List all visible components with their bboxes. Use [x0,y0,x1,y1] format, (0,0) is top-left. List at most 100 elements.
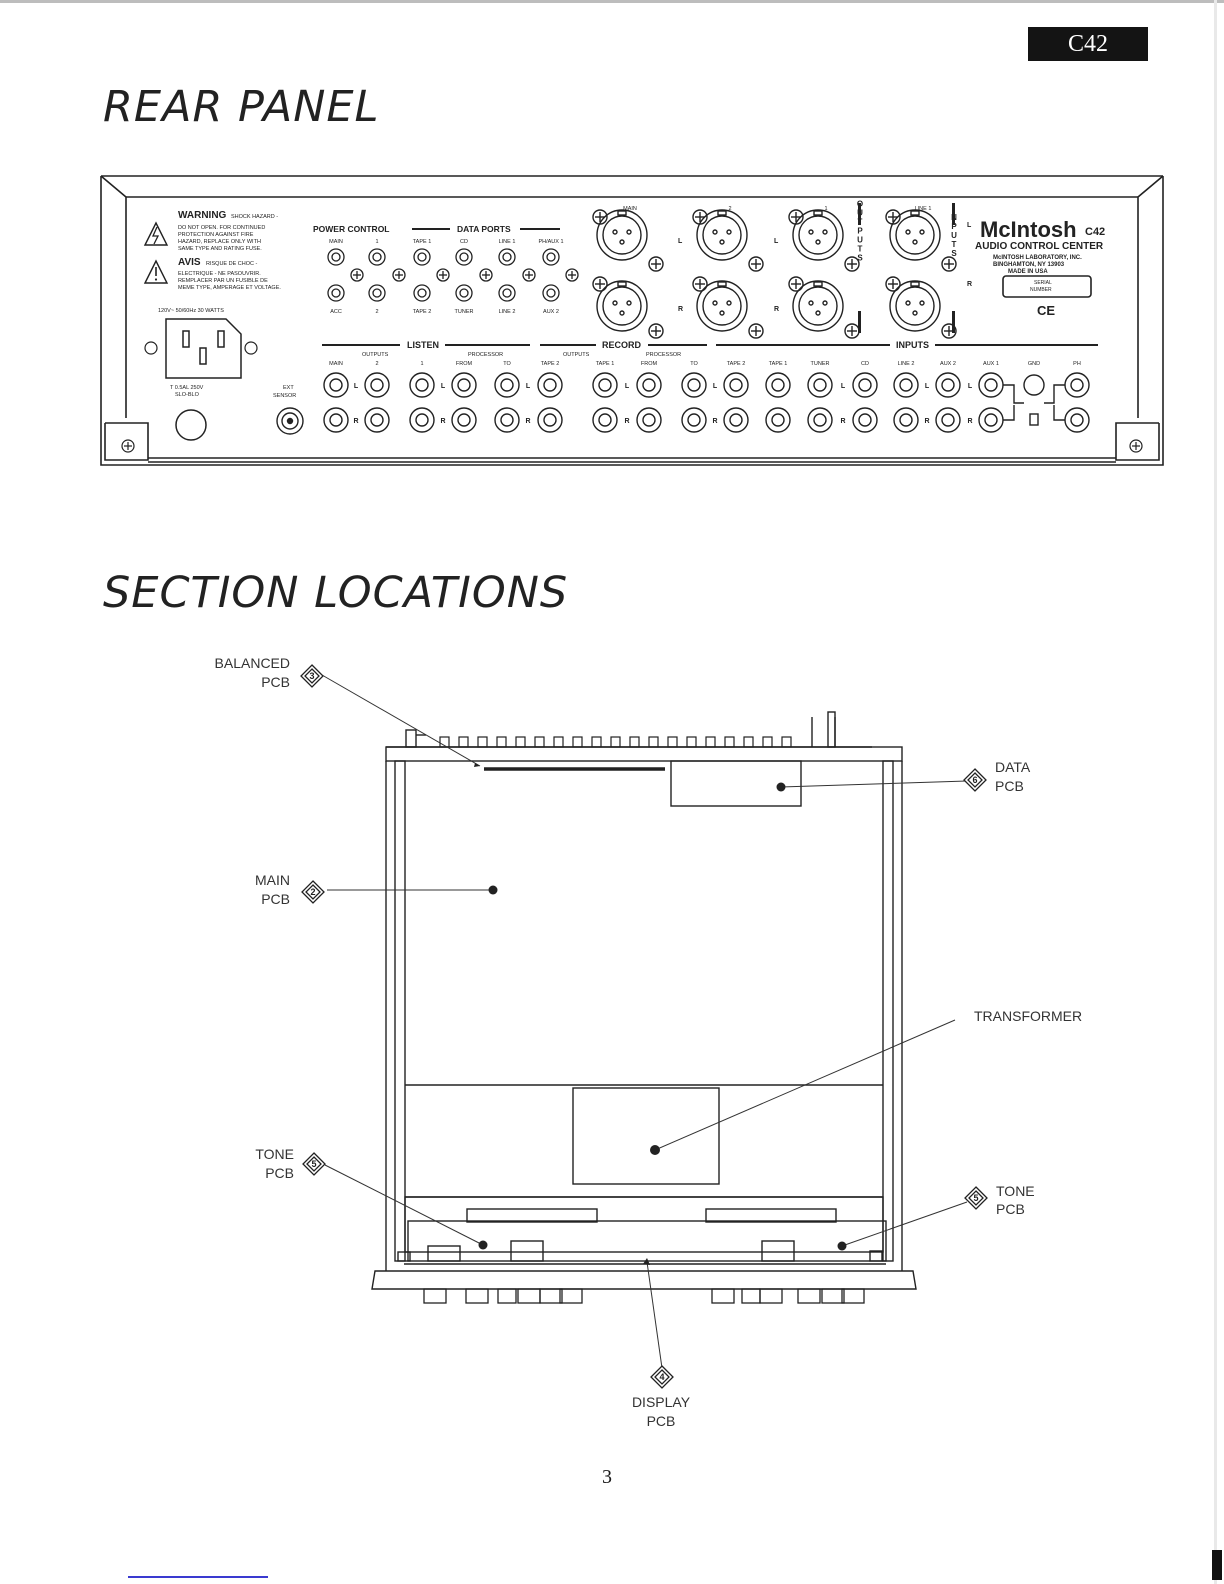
rca-jack [537,407,563,433]
rca-label: LINE 2 [898,361,915,367]
rca-jack [681,372,707,398]
connector-tab [591,736,602,748]
avis-line: MEME TYPE, AMPERAGE ET VOLTAGE. [178,285,281,291]
channel-letter: L [967,222,972,229]
ext-sensor-jack [276,407,304,435]
front-knob [741,1288,761,1304]
xlr-label: 2 [728,206,731,212]
page-edge-mark [1212,1550,1222,1580]
mini-jack [327,248,345,266]
xlr-label: LINE 1 [915,206,932,212]
xlr-connector [596,209,648,261]
front-knob [559,1288,583,1304]
rca-jack [765,407,791,433]
connector-tab [667,736,678,748]
mini-jack [413,248,431,266]
xlr-connector [792,280,844,332]
channel-letter: R [712,418,717,425]
jack-label: AUX 2 [543,309,559,315]
model-badge: C42 [1028,27,1148,61]
channel-letter: R [525,418,530,425]
processor-sublabel: PROCESSOR [468,352,503,358]
warning-line: DO NOT OPEN. FOR CONTINUED [178,225,265,231]
data-pcb-marker [776,782,786,792]
channel-letter: R [967,418,972,425]
channel-letter: L [841,383,846,390]
screw-icon [648,323,664,339]
screw-icon [885,209,901,225]
channel-letter: L [441,383,446,390]
xlr-connector [889,280,941,332]
jack-label: PH/AUX 1 [538,239,563,245]
channel-letter: L [678,238,683,245]
inputs-vertical-label: INPUTS [950,204,959,258]
screw-icon [692,276,708,292]
maker-line: MADE IN USA [1008,269,1048,275]
rca-jack [451,372,477,398]
screw-icon [748,323,764,339]
rca-jack [409,407,435,433]
front-knob [711,1288,735,1304]
rca-jack [636,372,662,398]
rca-jack [323,372,349,398]
channel-letter: L [526,383,531,390]
footer-rule [128,1576,268,1578]
front-knob [465,1288,489,1304]
screw-icon [592,209,608,225]
display-pcb-label: DISPLAY [632,1394,691,1410]
channel-letter: L [774,238,779,245]
screw-icon [392,268,406,282]
screw-icon [941,323,957,339]
outputs-vertical-label: OUTPUTS [856,200,865,263]
channel-letter: R [353,418,358,425]
front-knob [797,1288,821,1304]
jack-label: LINE 1 [499,239,516,245]
connector-tab [572,736,583,748]
front-knob [517,1288,541,1304]
rca-jack [723,407,749,433]
main-pcb-marker [488,885,498,895]
rca-label: 2 [375,361,378,367]
rca-jack [494,372,520,398]
serial-plate [1002,275,1092,298]
screw-icon [121,439,135,453]
top-rule [0,0,1224,3]
rca-label: GND [1028,361,1040,367]
warning-line: PROTECTION AGAINST FIRE [178,232,254,238]
data-pcb-label: PCB [995,778,1024,794]
connector-tab [686,736,697,748]
mini-jack [455,284,473,302]
channel-letter: R [840,418,845,425]
rear-panel-drawing: WARNING SHOCK HAZARD - DO NOT OPEN. FOR … [100,175,1164,466]
rca-jack [409,372,435,398]
callout-number: 4 [659,1372,664,1382]
rca-jack [893,372,919,398]
tone-pcb-marker [837,1241,847,1251]
main-pcb-label: MAIN [255,872,290,888]
jack-label: TAPE 2 [413,309,432,315]
screw-icon [350,268,364,282]
connector-tab [648,736,659,748]
mini-jack [368,284,386,302]
front-knob [841,1288,865,1304]
xlr-connector [596,280,648,332]
xlr-connector [696,280,748,332]
connector-tab [629,736,640,748]
rca-jack [1064,372,1090,398]
maker-line: BINGHAMTON, NY 13903 [993,262,1065,268]
processor-sublabel: PROCESSOR [646,352,681,358]
mini-jack [327,284,345,302]
rca-jack [537,372,563,398]
rca-jack [935,372,961,398]
maker-line: McINTOSH LABORATORY, INC. [993,255,1082,261]
xlr-label: 1 [824,206,827,212]
channel-letter: L [713,383,718,390]
front-knob [821,1288,845,1304]
rca-label: PH [1073,361,1081,367]
rca-label: AUX 2 [940,361,956,367]
rca-jack [1064,407,1090,433]
connector-tab [762,736,773,748]
caution-icon [143,259,169,284]
front-knob [497,1288,517,1304]
rca-jack [681,407,707,433]
